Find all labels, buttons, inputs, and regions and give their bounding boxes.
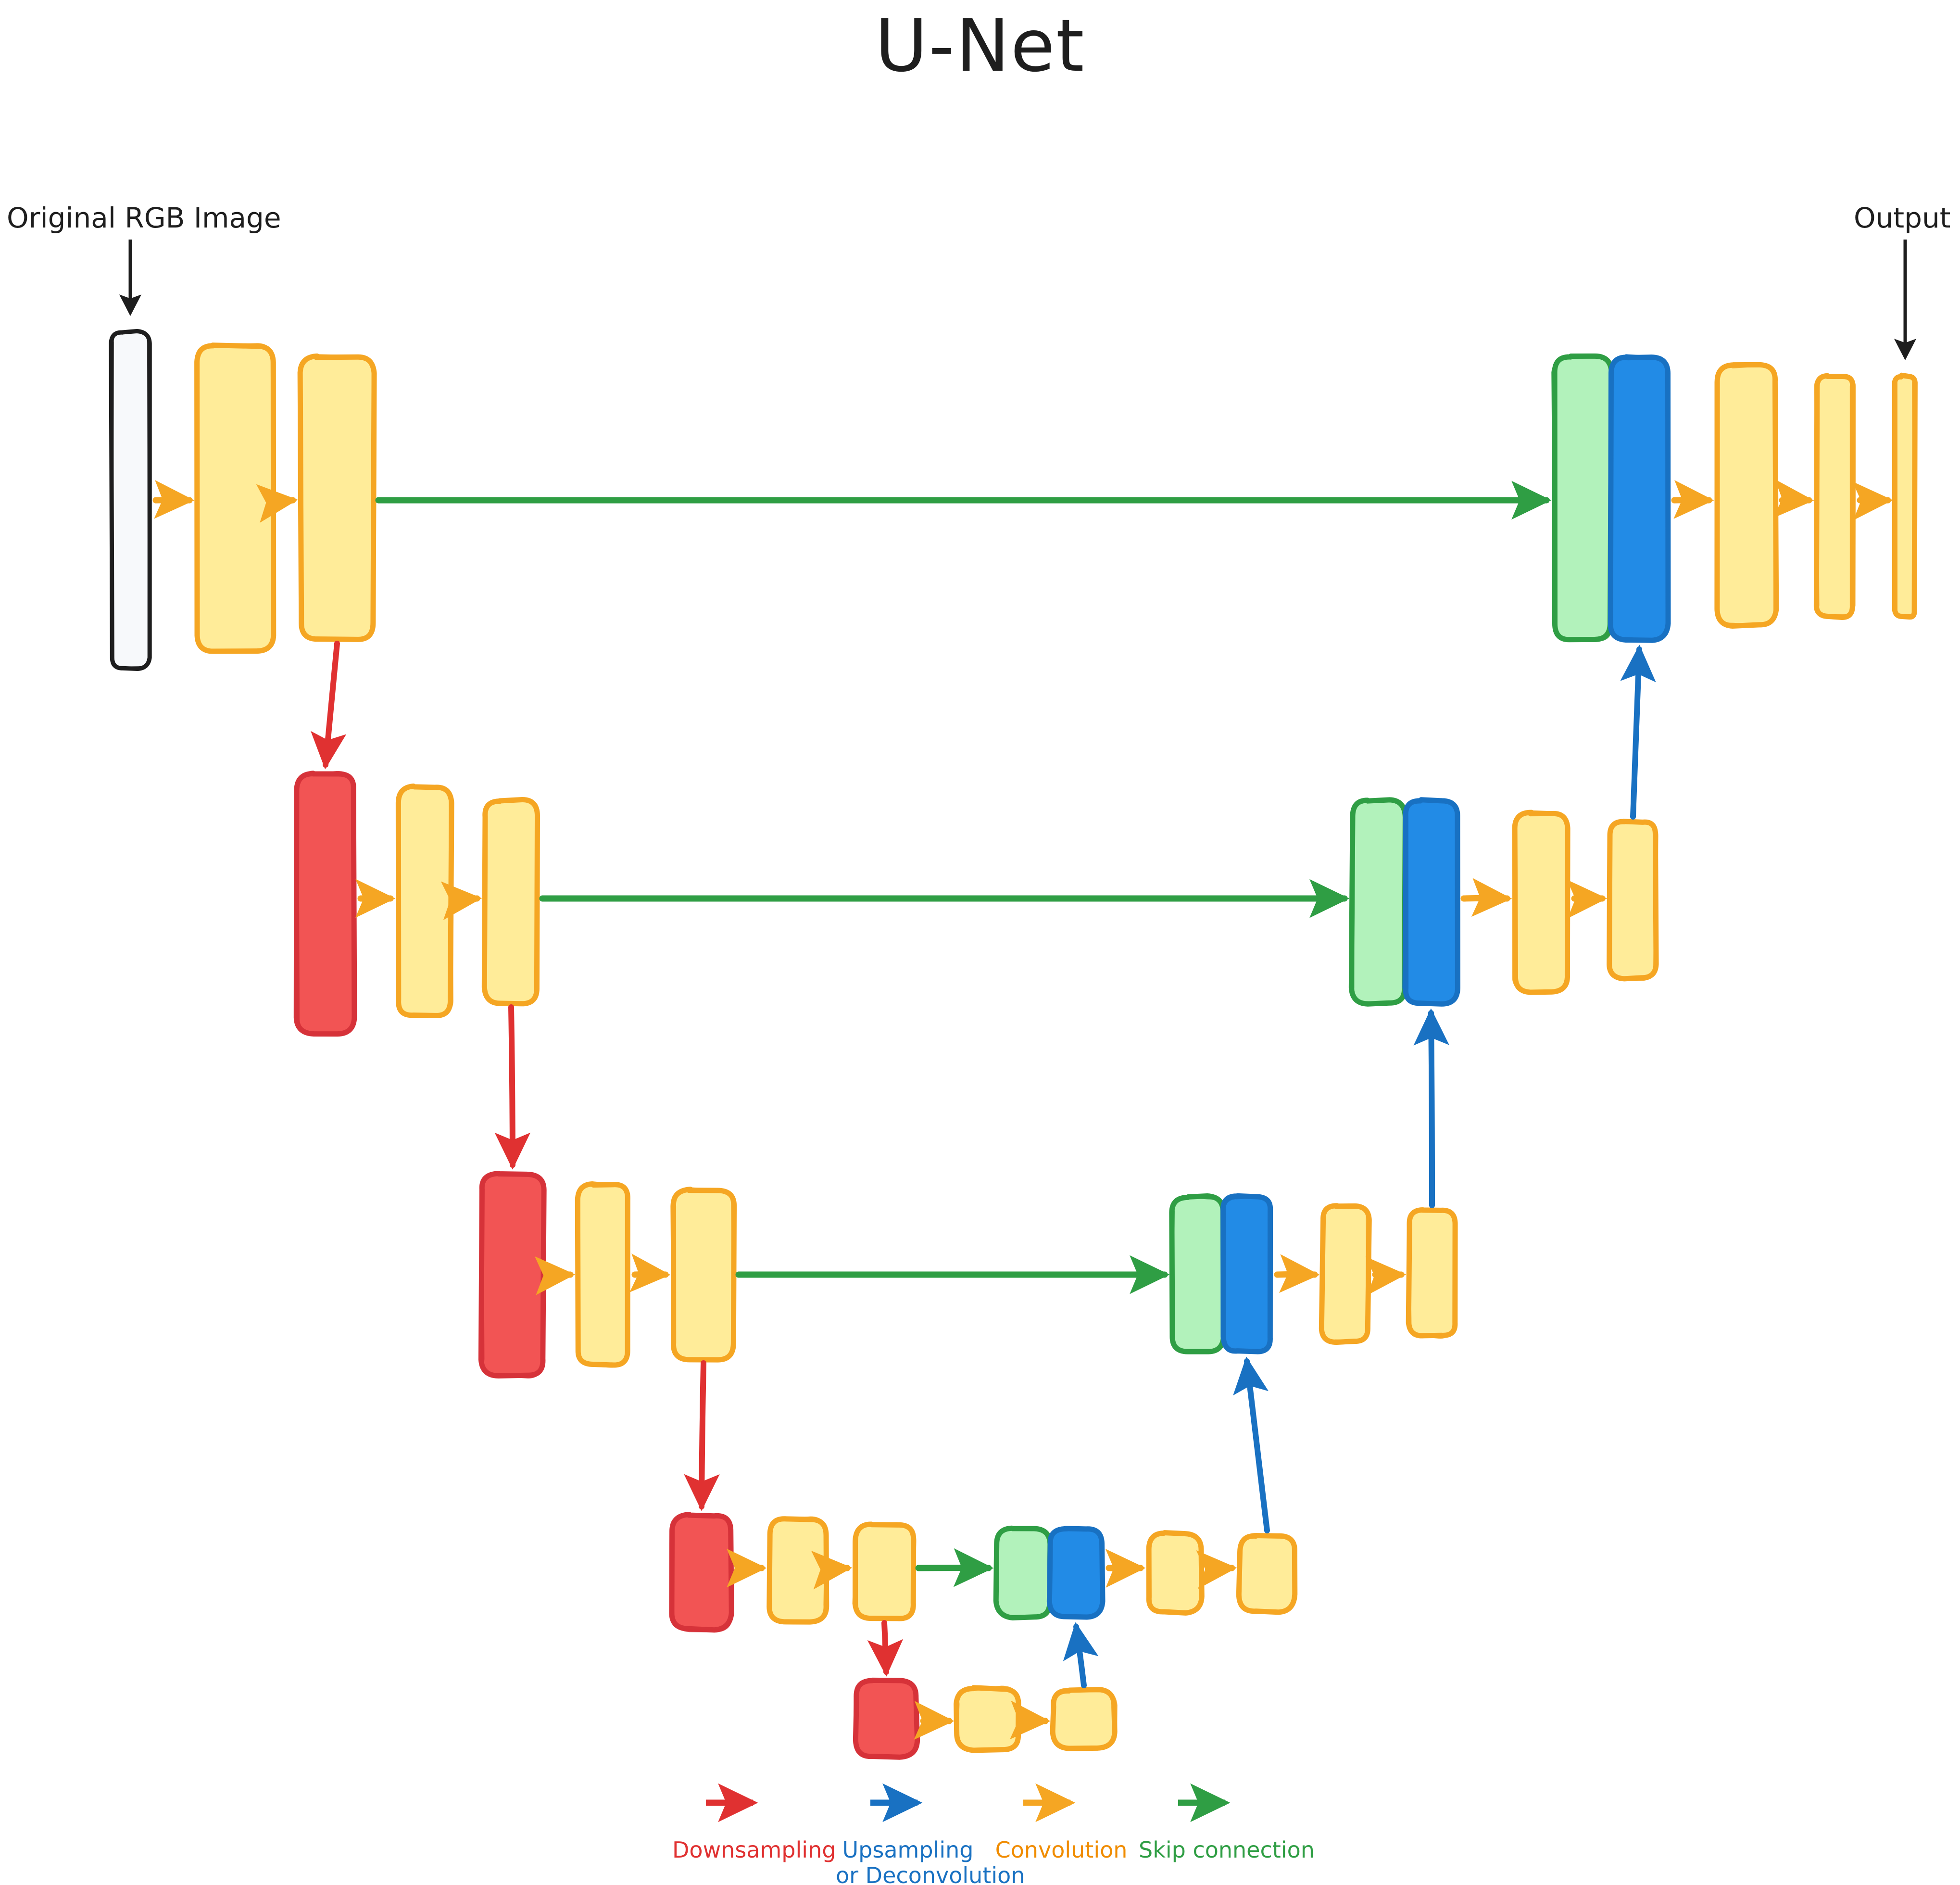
block-conv-l2-5[interactable] — [1512, 810, 1571, 995]
block-conv-l5-2[interactable] — [1050, 1687, 1118, 1751]
block-upsample-l3-4[interactable] — [1220, 1193, 1273, 1354]
block-conv-l4-2[interactable] — [852, 1521, 917, 1621]
legend-label-upsampling: Upsampling or Deconvolution — [836, 1837, 1025, 1885]
block-conv-l4-5[interactable] — [1146, 1530, 1205, 1616]
convolution-arrow-l4-5 — [1196, 1550, 1237, 1589]
upsampling-arrow-l4-to-l3 — [1233, 1356, 1270, 1533]
block-downsample-l3-0[interactable] — [478, 1171, 547, 1379]
level-4-row — [669, 1512, 1298, 1633]
block-upsample-l2-4[interactable] — [1402, 797, 1460, 1007]
block-upsample-l4-4[interactable] — [1046, 1526, 1106, 1620]
level-5-row — [853, 1677, 1118, 1760]
block-conv-l1-1[interactable] — [194, 342, 276, 654]
block-downsample-l4-0[interactable] — [669, 1512, 734, 1633]
block-conv-l3-5[interactable] — [1319, 1203, 1372, 1345]
downsampling-arrow-l1-to-l2 — [311, 641, 347, 770]
legend-label-downsampling: Downsampling — [672, 1837, 836, 1863]
input-label: Original RGB Image — [7, 202, 281, 234]
block-skip-concat-l2-3[interactable] — [1348, 797, 1408, 1007]
convolution-arrow-l1-1 — [256, 484, 298, 523]
upsampling-arrow-l2-to-l1 — [1620, 645, 1656, 820]
level-1-row — [109, 329, 1918, 671]
downsampling-arrow-l4-to-l5 — [867, 1620, 904, 1677]
block-skip-concat-l4-3[interactable] — [993, 1525, 1053, 1620]
output-label: Output — [1854, 202, 1951, 234]
block-downsample-l2-0[interactable] — [293, 771, 357, 1037]
block-upsample-l1-4[interactable] — [1608, 354, 1671, 643]
level-3-row — [478, 1171, 1458, 1379]
block-conv-l1-2[interactable] — [297, 353, 377, 642]
arrow-layer — [152, 479, 1893, 1740]
block-conv-l3-2[interactable] — [670, 1187, 737, 1363]
block-conv-l2-6[interactable] — [1607, 819, 1659, 982]
block-skip-concat-l3-3[interactable] — [1169, 1193, 1227, 1354]
upsampling-arrow-l3-to-l2 — [1413, 1008, 1449, 1208]
convolution-arrow-l3-1 — [629, 1253, 671, 1292]
block-conv-l1-5[interactable] — [1714, 362, 1779, 629]
block-skip-concat-l1-3[interactable] — [1551, 353, 1614, 643]
block-conv-l4-1[interactable] — [766, 1516, 829, 1625]
block-conv-l2-1[interactable] — [395, 783, 454, 1018]
block-input-image-l1-0[interactable] — [109, 329, 152, 671]
convolution-arrow-l3-4 — [1274, 1254, 1320, 1293]
convolution-arrow-l2-1 — [440, 881, 482, 920]
legend-label-skip-connection: Skip connection — [1139, 1837, 1315, 1863]
block-conv-l3-6[interactable] — [1406, 1207, 1458, 1339]
legend-label-convolution: Convolution — [995, 1837, 1128, 1863]
block-conv-l3-1[interactable] — [575, 1181, 630, 1368]
block-conv-l2-2[interactable] — [481, 797, 540, 1007]
downsampling-arrow-l3-to-l4 — [684, 1360, 720, 1511]
block-downsample-l5-0[interactable] — [853, 1677, 920, 1760]
block-output-l1-7[interactable] — [1892, 372, 1918, 620]
block-conv-l4-6[interactable] — [1236, 1532, 1298, 1615]
page-title: U-Net — [875, 4, 1085, 88]
level-2-row — [293, 771, 1659, 1037]
block-conv-l1-6[interactable] — [1813, 373, 1856, 620]
block-conv-l5-1[interactable] — [954, 1685, 1021, 1753]
downsampling-arrow-l2-to-l3 — [494, 1004, 531, 1170]
upsampling-arrow-l5-to-l4 — [1063, 1622, 1099, 1688]
block-layer — [109, 329, 1918, 1760]
